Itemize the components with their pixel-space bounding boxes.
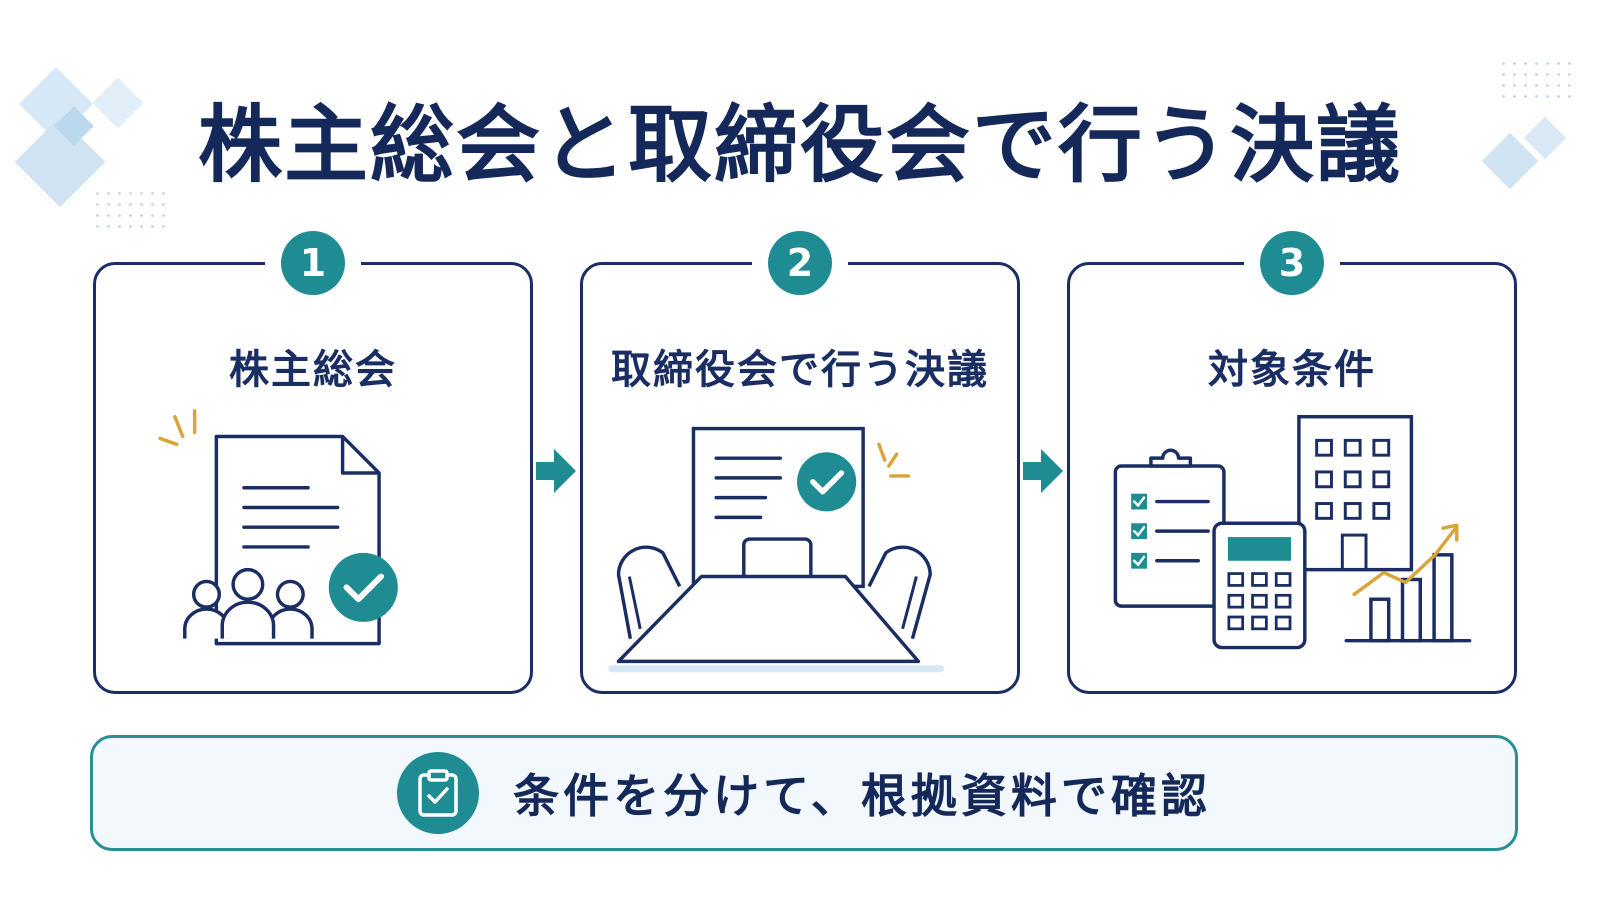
step-badge: 3 xyxy=(1244,229,1340,297)
step-number: 1 xyxy=(281,231,345,295)
step-badge: 2 xyxy=(752,229,848,297)
decoration-top-right xyxy=(1480,105,1590,205)
step-card-1: 1 株主総会 xyxy=(93,229,533,694)
step-card-2: 2 取締役会で行う決議 xyxy=(580,229,1020,694)
step-label: 対象条件 xyxy=(1208,347,1376,393)
arrow-right-icon xyxy=(1023,449,1063,493)
dot-grid-right xyxy=(1498,58,1578,98)
checklist-calculator-building-chart-icon xyxy=(1113,414,1472,650)
step-label: 株主総会 xyxy=(229,347,397,393)
clipboard-check-icon xyxy=(397,752,480,834)
step-badge: 1 xyxy=(265,229,361,297)
page-title: 株主総会と取締役会で行う決議 xyxy=(197,96,1402,194)
document-people-check-icon xyxy=(158,409,398,646)
summary-text: 条件を分けて、根拠資料で確認 xyxy=(513,769,1211,823)
step-label: 取締役会で行う決議 xyxy=(611,347,989,393)
dot-grid-left xyxy=(92,188,172,228)
meeting-table-document-check-icon xyxy=(608,426,945,673)
decoration-top-left xyxy=(0,30,180,210)
summary-banner: 条件を分けて、根拠資料で確認 xyxy=(90,735,1518,851)
step-card-3: 3 対象条件 xyxy=(1067,229,1517,694)
arrow-right-icon xyxy=(536,449,576,493)
step-number: 2 xyxy=(768,231,832,295)
step-number: 3 xyxy=(1260,231,1324,295)
